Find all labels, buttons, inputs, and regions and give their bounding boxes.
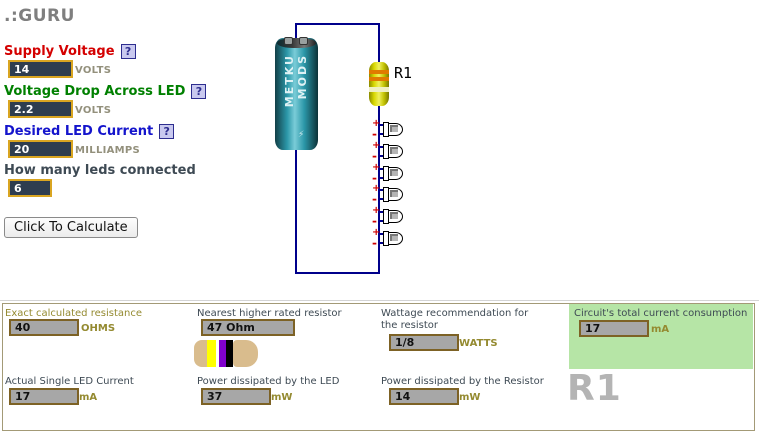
resistor-power-unit: mW bbox=[459, 392, 481, 403]
led-cathode-minus: - bbox=[372, 214, 377, 229]
led-power-output[interactable] bbox=[201, 388, 271, 405]
wire-battery-top bbox=[295, 23, 297, 40]
results-panel: Exact calculated resistance OHMS Nearest… bbox=[2, 303, 755, 431]
led-anode-plus: + bbox=[372, 118, 381, 129]
supply-voltage-label-row: Supply Voltage ? bbox=[4, 44, 136, 59]
exact-resistance-unit: OHMS bbox=[81, 323, 116, 334]
help-icon[interactable]: ? bbox=[159, 124, 175, 139]
wattage-label: Wattage recommendation for the resistor bbox=[381, 308, 529, 331]
nearest-resistor-label: Nearest higher rated resistor bbox=[197, 308, 342, 319]
led-symbol: +- bbox=[371, 205, 405, 229]
help-icon[interactable]: ? bbox=[191, 84, 207, 99]
wire-right-upper bbox=[378, 23, 380, 65]
battery-cap bbox=[277, 38, 316, 48]
resistor-power-label: Power dissipated by the Resistor bbox=[381, 376, 544, 387]
led-cathode-minus: - bbox=[372, 192, 377, 207]
supply-voltage-label: Supply Voltage bbox=[4, 44, 115, 59]
led-anode-plus: + bbox=[372, 227, 381, 238]
wattage-unit: WATTS bbox=[459, 338, 498, 349]
led-current-input[interactable] bbox=[8, 140, 73, 158]
led-cathode-minus: - bbox=[372, 236, 377, 250]
led-count-label: How many leds connected bbox=[4, 163, 196, 178]
led-symbol: +- bbox=[371, 183, 405, 207]
led-cathode-minus: - bbox=[372, 127, 377, 141]
led-anode-plus: + bbox=[372, 139, 381, 151]
led-anode-plus: + bbox=[372, 205, 381, 217]
battery-image: METKU MODS ⚡ bbox=[275, 37, 318, 150]
led-drop-input[interactable] bbox=[8, 100, 73, 118]
page-title: .:GURU bbox=[4, 6, 75, 26]
battery-brand-text: METKU bbox=[283, 54, 296, 108]
led-current-unit: MILLIAMPS bbox=[75, 145, 141, 156]
resistor-color-code-image bbox=[194, 340, 258, 367]
nearest-resistor-output[interactable] bbox=[201, 319, 295, 336]
led-current-label-row: Desired LED Current ? bbox=[4, 124, 175, 139]
wire-bottom bbox=[295, 272, 380, 274]
led-count-label-row: How many leds connected bbox=[4, 163, 196, 178]
led-drop-label: Voltage Drop Across LED bbox=[4, 84, 186, 99]
led-cathode-minus: - bbox=[372, 148, 377, 163]
lightning-icon: ⚡ bbox=[298, 130, 305, 140]
exact-resistance-output[interactable] bbox=[9, 319, 79, 336]
resistor-band-3 bbox=[226, 340, 233, 367]
help-icon[interactable]: ? bbox=[120, 44, 136, 59]
led-symbol: +- bbox=[371, 118, 405, 141]
resistor-power-output[interactable] bbox=[389, 388, 459, 405]
calculate-button[interactable]: Click To Calculate bbox=[4, 217, 138, 238]
resistor-name-watermark: R1 bbox=[567, 368, 622, 409]
resistor-band-2 bbox=[219, 340, 226, 367]
battery-terminal bbox=[299, 37, 308, 45]
single-led-current-unit: mA bbox=[79, 392, 98, 403]
resistor-band-1 bbox=[207, 340, 216, 367]
led-drop-label-row: Voltage Drop Across LED ? bbox=[4, 84, 207, 99]
wire-led-chain bbox=[378, 103, 380, 273]
led-count-input[interactable] bbox=[8, 179, 52, 197]
led-anode-plus: + bbox=[372, 161, 381, 173]
battery-brand-text: MODS bbox=[296, 54, 309, 100]
resistor-image bbox=[369, 62, 389, 106]
led-cathode-minus: - bbox=[372, 170, 377, 185]
led-power-unit: mW bbox=[271, 392, 293, 403]
wire-top bbox=[295, 23, 380, 25]
led-symbol: +- bbox=[371, 161, 405, 185]
total-current-unit: mA bbox=[651, 324, 670, 335]
single-led-current-label: Actual Single LED Current bbox=[5, 376, 134, 387]
resistor-ref-label: R1 bbox=[394, 64, 413, 82]
wire-battery-bottom bbox=[295, 148, 297, 274]
led-anode-plus: + bbox=[372, 183, 381, 195]
total-current-output[interactable] bbox=[579, 320, 649, 337]
section-divider bbox=[0, 300, 759, 301]
led-current-label: Desired LED Current bbox=[4, 124, 154, 139]
battery-terminal bbox=[284, 37, 293, 45]
wattage-output[interactable] bbox=[389, 334, 459, 351]
led-power-label: Power dissipated by the LED bbox=[197, 376, 340, 387]
led-drop-unit: VOLTS bbox=[75, 105, 112, 116]
total-current-label: Circuit's total current consumption bbox=[574, 308, 748, 319]
supply-voltage-input[interactable] bbox=[8, 60, 73, 78]
supply-voltage-unit: VOLTS bbox=[75, 65, 112, 76]
single-led-current-output[interactable] bbox=[9, 388, 79, 405]
led-symbol: +- bbox=[371, 227, 405, 250]
led-symbol: +- bbox=[371, 139, 405, 163]
exact-resistance-label: Exact calculated resistance bbox=[5, 308, 142, 319]
